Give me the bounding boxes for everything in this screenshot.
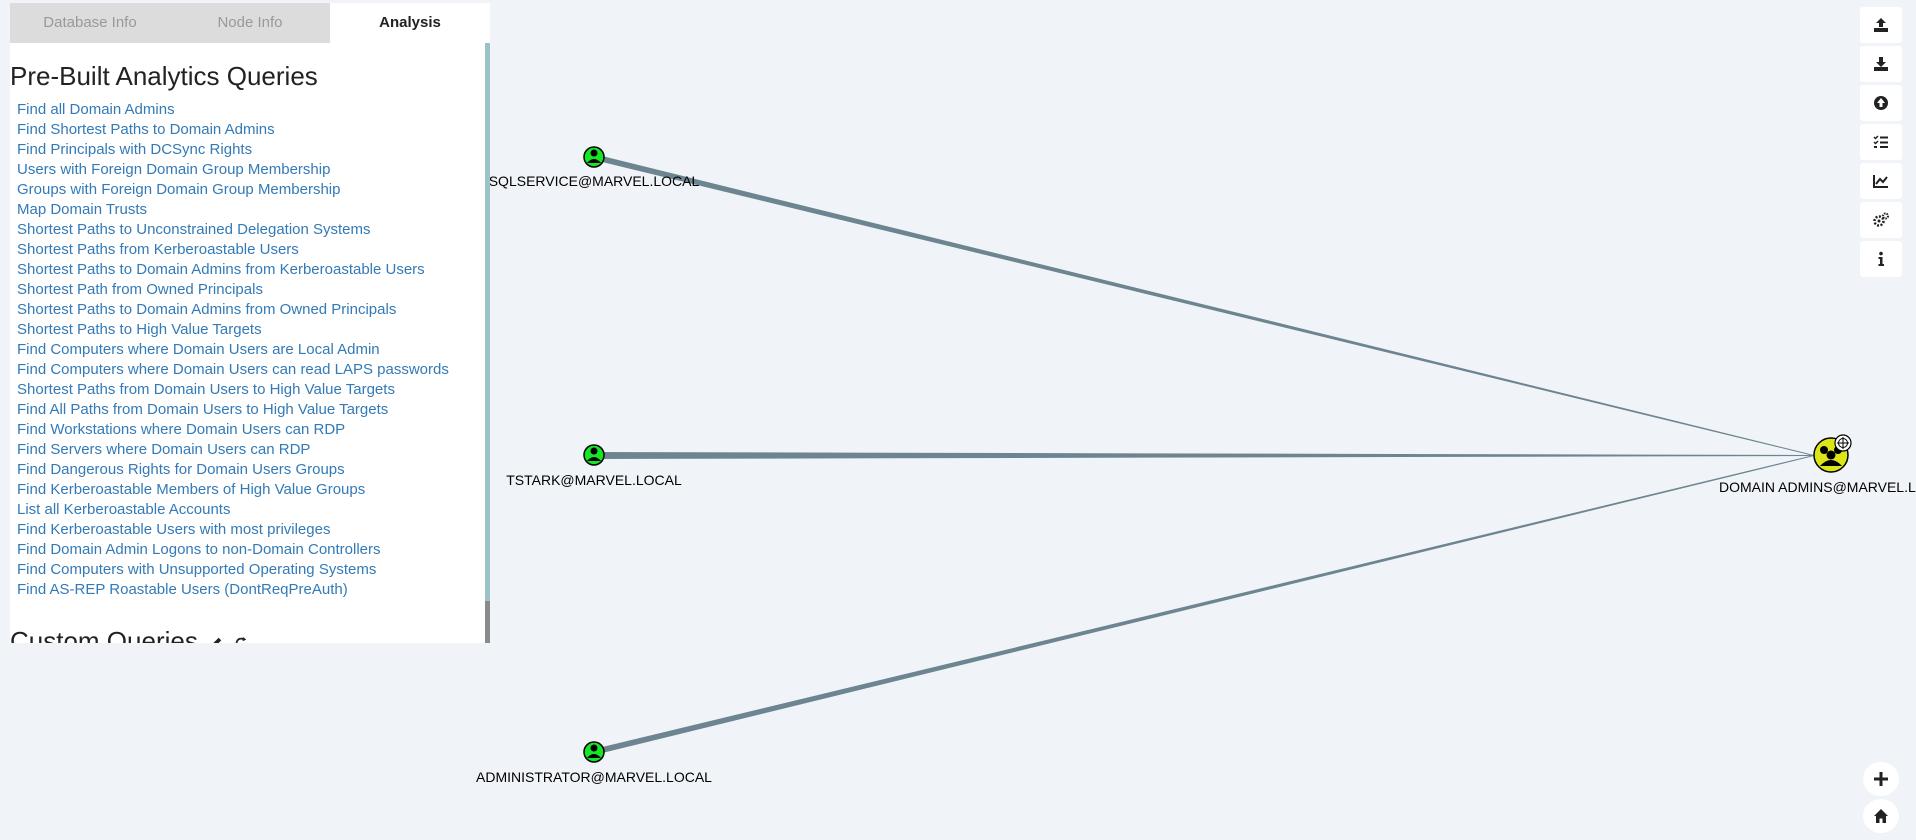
query-list-item: Find Shortest Paths to Domain Admins bbox=[17, 120, 449, 140]
query-list-item: Groups with Foreign Domain Group Members… bbox=[17, 180, 449, 200]
query-link[interactable]: Find Computers with Unsupported Operatin… bbox=[17, 561, 377, 578]
query-list-item: Shortest Paths to Domain Admins from Own… bbox=[17, 300, 449, 320]
query-link[interactable]: List all Kerberoastable Accounts bbox=[17, 501, 231, 518]
query-list-item: Shortest Paths to High Value Targets bbox=[17, 320, 449, 340]
chart-line-icon bbox=[1873, 175, 1888, 188]
edge-tstark-to-domain-admins[interactable] bbox=[594, 452, 1814, 459]
node-label-administrator: ADMINISTRATOR@MARVEL.LOCAL bbox=[476, 769, 712, 785]
query-list-item: Find Kerberoastable Members of High Valu… bbox=[17, 480, 449, 500]
node-label-domain-admins: DOMAIN ADMINS@MARVEL.LOCAL bbox=[1719, 479, 1916, 495]
high-value-target-icon bbox=[1834, 434, 1852, 452]
query-list-item: Find all Domain Admins bbox=[17, 100, 449, 120]
query-link[interactable]: Find Shortest Paths to Domain Admins bbox=[17, 121, 275, 138]
query-list-item: Find Computers where Domain Users can re… bbox=[17, 360, 449, 380]
query-link[interactable]: Shortest Paths to High Value Targets bbox=[17, 321, 262, 338]
query-link[interactable]: Find Kerberoastable Users with most priv… bbox=[17, 521, 331, 538]
settings-button[interactable] bbox=[1860, 202, 1902, 238]
query-list-item: Map Domain Trusts bbox=[17, 200, 449, 220]
plus-icon bbox=[1874, 772, 1888, 786]
node-label-tstark: TSTARK@MARVEL.LOCAL bbox=[506, 472, 682, 488]
query-link[interactable]: Shortest Paths to Domain Admins from Own… bbox=[17, 301, 397, 318]
query-link[interactable]: Shortest Paths from Domain Users to High… bbox=[17, 381, 395, 398]
query-link[interactable]: Map Domain Trusts bbox=[17, 201, 148, 218]
node-label-sqlservice: SQLSERVICE@MARVEL.LOCAL bbox=[489, 173, 700, 189]
home-icon bbox=[1874, 809, 1888, 823]
query-link[interactable]: Shortest Path from Owned Principals bbox=[17, 281, 263, 298]
query-list-item: Find Kerberoastable Users with most priv… bbox=[17, 520, 449, 540]
query-link[interactable]: Users with Foreign Domain Group Membersh… bbox=[17, 161, 331, 178]
prebuilt-queries-title: Pre-Built Analytics Queries bbox=[10, 61, 318, 91]
panel-tabs: Database Info Node Info Analysis bbox=[10, 3, 490, 43]
node-tstark[interactable]: TSTARK@MARVEL.LOCAL bbox=[506, 444, 682, 488]
query-list-item: List all Kerberoastable Accounts bbox=[17, 500, 449, 520]
edge-administrator-to-domain-admins[interactable] bbox=[594, 455, 1814, 755]
query-list-item: Shortest Paths from Domain Users to High… bbox=[17, 380, 449, 400]
node-sqlservice[interactable]: SQLSERVICE@MARVEL.LOCAL bbox=[489, 146, 700, 189]
query-link[interactable]: Find Computers where Domain Users are Lo… bbox=[17, 341, 380, 358]
custom-queries-title: Custom Queries bbox=[10, 626, 248, 643]
query-link[interactable]: Find Domain Admin Logons to non-Domain C… bbox=[17, 541, 381, 558]
query-link[interactable]: Groups with Foreign Domain Group Members… bbox=[17, 181, 341, 198]
upload-icon bbox=[1874, 18, 1888, 32]
query-list-item: Find Principals with DCSync Rights bbox=[17, 140, 449, 160]
query-link[interactable]: Find all Domain Admins bbox=[17, 101, 175, 118]
query-list-item: Shortest Paths to Unconstrained Delegati… bbox=[17, 220, 449, 240]
tab-analysis[interactable]: Analysis bbox=[330, 3, 490, 43]
node-administrator[interactable]: ADMINISTRATOR@MARVEL.LOCAL bbox=[476, 741, 712, 785]
statistics-button[interactable] bbox=[1860, 163, 1902, 199]
query-link[interactable]: Find AS-REP Roastable Users (DontReqPreA… bbox=[17, 581, 348, 598]
custom-queries-label: Custom Queries bbox=[10, 626, 198, 643]
panel-scrollbar-thumb[interactable] bbox=[485, 601, 490, 643]
panel-scrollbar[interactable] bbox=[485, 43, 490, 643]
info-icon bbox=[1878, 251, 1884, 266]
query-list-item: Find All Paths from Domain Users to High… bbox=[17, 400, 449, 420]
query-list-item: Shortest Path from Owned Principals bbox=[17, 280, 449, 300]
tab-node-info[interactable]: Node Info bbox=[170, 3, 330, 43]
query-link[interactable]: Find Computers where Domain Users can re… bbox=[17, 361, 449, 378]
query-link[interactable]: Find Dangerous Rights for Domain Users G… bbox=[17, 461, 345, 478]
query-list-item: Find AS-REP Roastable Users (DontReqPreA… bbox=[17, 580, 449, 600]
query-list-item: Find Servers where Domain Users can RDP bbox=[17, 440, 449, 460]
query-list-item: Find Workstations where Domain Users can… bbox=[17, 420, 449, 440]
edit-icon[interactable] bbox=[209, 636, 223, 643]
list-icon bbox=[1873, 135, 1888, 148]
query-link[interactable]: Shortest Paths to Unconstrained Delegati… bbox=[17, 221, 371, 238]
query-list-item: Shortest Paths from Kerberoastable Users bbox=[17, 240, 449, 260]
side-panel: Database Info Node Info Analysis Pre-Bui… bbox=[10, 3, 490, 643]
query-list-item: Find Computers with Unsupported Operatin… bbox=[17, 560, 449, 580]
reset-view-button[interactable] bbox=[1863, 799, 1899, 833]
query-list-item: Find Domain Admin Logons to non-Domain C… bbox=[17, 540, 449, 560]
query-link[interactable]: Find Principals with DCSync Rights bbox=[17, 141, 253, 158]
query-link[interactable]: Find Kerberoastable Members of High Valu… bbox=[17, 481, 366, 498]
tab-database-info[interactable]: Database Info bbox=[10, 3, 170, 43]
zoom-in-button[interactable] bbox=[1863, 762, 1899, 796]
query-list-item: Shortest Paths to Domain Admins from Ker… bbox=[17, 260, 449, 280]
import-button[interactable] bbox=[1860, 85, 1902, 121]
refresh-icon[interactable] bbox=[234, 636, 248, 643]
import-circle-icon bbox=[1874, 96, 1888, 110]
analysis-panel: Pre-Built Analytics Queries Find all Dom… bbox=[10, 43, 485, 643]
queue-list-button[interactable] bbox=[1860, 124, 1902, 160]
query-list-item: Find Dangerous Rights for Domain Users G… bbox=[17, 460, 449, 480]
download-icon bbox=[1874, 57, 1888, 71]
graph-toolbar bbox=[1860, 7, 1902, 280]
query-link[interactable]: Find Workstations where Domain Users can… bbox=[17, 421, 346, 438]
node-domain-admins[interactable]: DOMAIN ADMINS@MARVEL.LOCAL bbox=[1719, 434, 1916, 495]
zoom-controls bbox=[1863, 762, 1899, 836]
gears-icon bbox=[1873, 212, 1889, 227]
query-link[interactable]: Find All Paths from Domain Users to High… bbox=[17, 401, 389, 418]
query-link[interactable]: Find Servers where Domain Users can RDP bbox=[17, 441, 311, 458]
query-list-item: Find Computers where Domain Users are Lo… bbox=[17, 340, 449, 360]
about-button[interactable] bbox=[1860, 241, 1902, 277]
query-link[interactable]: Shortest Paths to Domain Admins from Ker… bbox=[17, 261, 425, 278]
query-list-item: Users with Foreign Domain Group Membersh… bbox=[17, 160, 449, 180]
upload-button[interactable] bbox=[1860, 7, 1902, 43]
query-link[interactable]: Shortest Paths from Kerberoastable Users bbox=[17, 241, 299, 258]
edge-sqlservice-to-domain-admins[interactable] bbox=[594, 154, 1814, 456]
download-button[interactable] bbox=[1860, 46, 1902, 82]
